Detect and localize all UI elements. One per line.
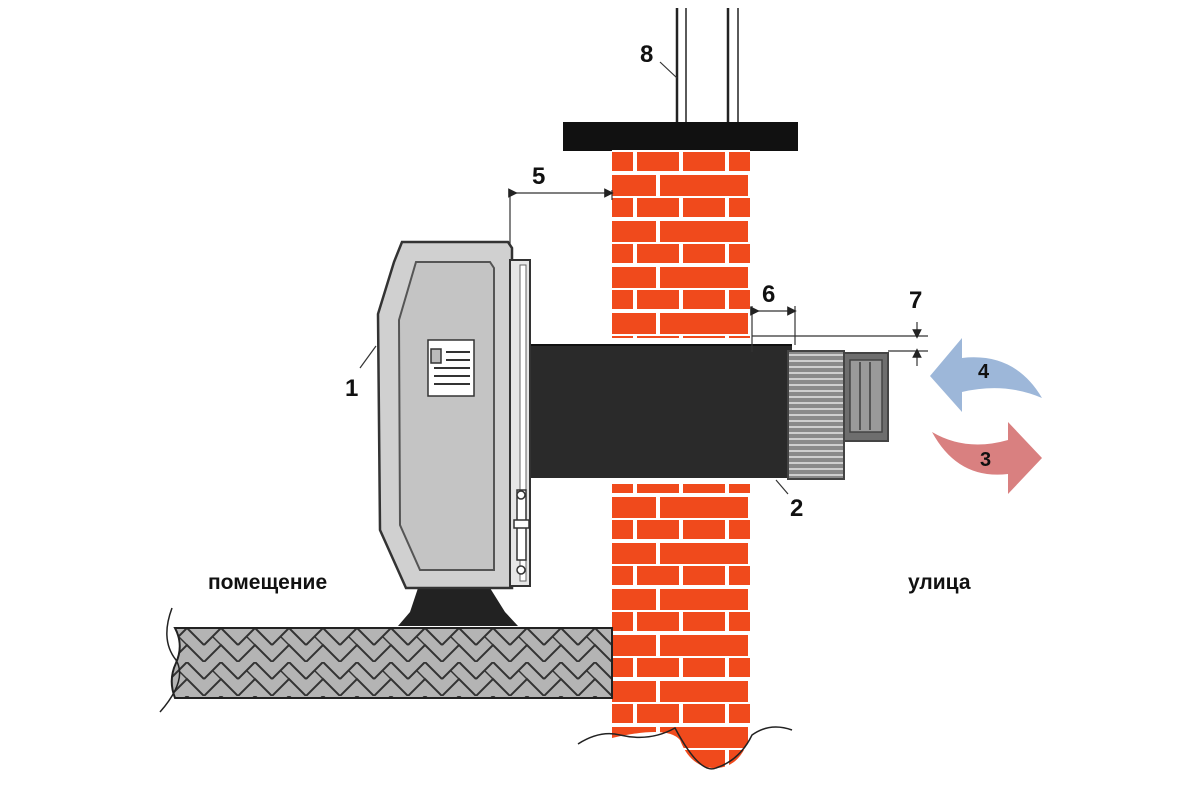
leader-lines: [359, 61, 789, 495]
pipe: [675, 8, 739, 124]
control-panel: [427, 339, 475, 397]
switch-icon: [430, 348, 442, 364]
brick-wall-lower: [612, 484, 750, 769]
leader-duct: [775, 479, 789, 495]
zone-indoor-label: помещение: [208, 571, 327, 594]
wall-break-line: [577, 726, 793, 770]
brick-wall-upper: [612, 150, 750, 338]
callout-inflow: 4: [978, 361, 990, 383]
drain-fitting: [513, 489, 530, 575]
unit-side-strip: [519, 264, 527, 582]
dimension-unit-wall-gap: [508, 188, 614, 245]
leader-pipe: [659, 61, 678, 79]
outer-grill: [787, 350, 889, 480]
duct-pipe: [530, 345, 792, 478]
callout-duct: 2: [790, 495, 803, 522]
floor-break-line: [159, 607, 181, 713]
outflow-arrow-icon: [932, 422, 1042, 494]
callout-pipe: 8: [640, 41, 653, 68]
unit-stand: [398, 588, 518, 626]
ventilation-unit: [376, 240, 531, 590]
callout-outflow: 3: [980, 449, 991, 471]
unit-panel: [397, 261, 495, 571]
brick-wall: [577, 150, 793, 770]
callout-duct-protrusion: 6: [762, 281, 775, 308]
wall-cap-slab: [563, 122, 798, 151]
inflow-arrow-icon: [930, 338, 1042, 412]
leader-unit: [359, 345, 377, 369]
callout-unit-wall-gap: 5: [532, 163, 545, 190]
floor-slab: [159, 607, 613, 713]
dimension-duct-protrusion: [750, 306, 797, 352]
callout-unit: 1: [345, 375, 358, 402]
zone-outdoor-label: улица: [908, 571, 971, 594]
dimension-slope: [752, 322, 928, 366]
callout-slope: 7: [909, 287, 922, 314]
